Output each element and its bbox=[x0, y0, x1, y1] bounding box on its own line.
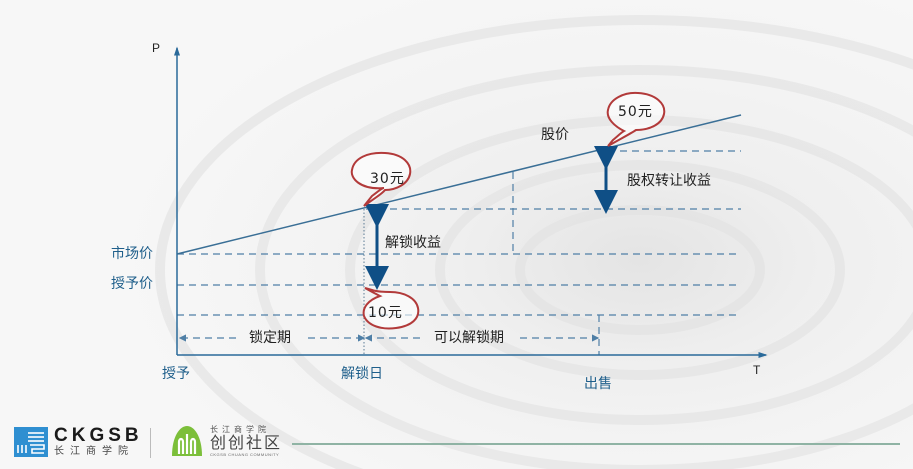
ckgsb-emblem-icon bbox=[14, 427, 48, 457]
x-axis-label: T bbox=[753, 363, 761, 377]
bubble-50-shape bbox=[606, 91, 666, 147]
lockup-period-label: 锁定期 bbox=[249, 330, 291, 346]
ckgsb-logo-cn: 长江商学院 bbox=[54, 446, 134, 457]
ckgsb-logo-en: CKGSB bbox=[54, 425, 143, 446]
guide-lines bbox=[177, 150, 741, 355]
unlock-date-label: 解锁日 bbox=[341, 366, 383, 382]
unlockable-period-label: 可以解锁期 bbox=[434, 330, 504, 346]
grant-price-label: 授予价 bbox=[111, 276, 153, 292]
bubble-30-shape bbox=[350, 151, 412, 207]
chuang-logo-main: 创创社区 bbox=[210, 432, 283, 452]
sell-event-label: 出售 bbox=[584, 376, 612, 392]
logo-separator bbox=[150, 428, 151, 458]
chuang-logo-en: CKGSB CHUANG COMMUNITY bbox=[210, 451, 280, 457]
callout-bubbles bbox=[350, 91, 666, 330]
transfer-gain-label: 股权转让收益 bbox=[627, 173, 711, 189]
y-axis-label: P bbox=[152, 41, 161, 55]
footer-divider bbox=[292, 443, 900, 445]
bubble-10-text: 10元 bbox=[368, 305, 403, 321]
chuang-community-logo: 长江商学院 创创社区 CKGSB CHUANG COMMUNITY bbox=[170, 424, 282, 458]
unlock-gain-label: 解锁收益 bbox=[385, 235, 441, 251]
stock-price-line bbox=[176, 114, 742, 255]
grant-event-label: 授予 bbox=[162, 366, 190, 382]
ckgsb-logo: CKGSB 长江商学院 bbox=[14, 426, 143, 458]
bubble-30-text: 30元 bbox=[370, 171, 405, 187]
stock-price-label: 股价 bbox=[541, 127, 569, 143]
market-price-label: 市场价 bbox=[111, 246, 153, 262]
bubble-50-text: 50元 bbox=[618, 104, 653, 120]
bubble-10-shape bbox=[362, 287, 420, 330]
chuang-logo-top: 长江商学院 bbox=[210, 424, 270, 434]
chuang-emblem-icon bbox=[170, 424, 204, 458]
